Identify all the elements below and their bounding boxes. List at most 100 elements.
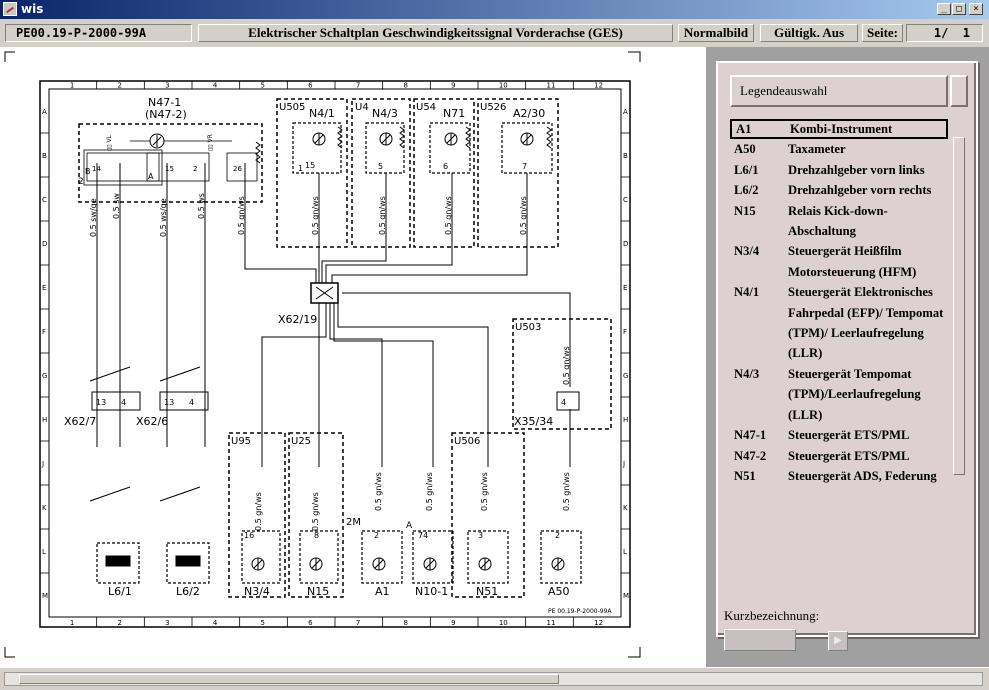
legend-item-description: Steuergerät ADS, Federung [788,468,937,483]
maximize-button[interactable]: □ [952,3,966,15]
svg-text:0.5 gn/ws: 0.5 gn/ws [254,492,263,531]
svg-text:2: 2 [555,531,560,540]
legend-item-code: A50 [734,142,756,157]
legend-item[interactable]: L6/2 Drehzahlgeber vorn rechts [730,180,948,200]
page-label: Seite: [862,24,903,42]
svg-text:26: 26 [233,165,242,173]
scroll-thumb[interactable] [19,674,559,684]
svg-text:A: A [406,521,413,531]
title-bar: wis _ □ × [0,0,989,19]
normal-view-button[interactable]: Normalbild [678,24,754,42]
svg-text:2M: 2M [346,517,361,528]
legend-item[interactable]: N3/4 Steuergerät Heißfilm Motorsteuerung … [730,241,948,282]
legend-dropdown-button[interactable] [950,75,968,107]
legend-item-code: N47-1 [734,428,767,443]
validity-button[interactable]: Gültigk. Aus [760,24,858,42]
svg-text:N3/4: N3/4 [244,585,270,598]
grid-column-label: 1 [70,82,74,90]
grid-column-label: 1 [70,619,74,627]
svg-text:0.5 gn/ws: 0.5 gn/ws [378,196,387,235]
legend-item-code: N15 [734,203,756,218]
svg-text:4: 4 [561,398,566,407]
svg-text:N15: N15 [307,585,329,598]
legend-scrollbar[interactable] [952,119,966,625]
grid-row-label: D [623,240,628,248]
grid-column-label: 2 [118,82,122,90]
horizontal-scrollbar[interactable] [0,667,989,690]
grid-row-label: B [42,152,47,160]
toolbar: PE00.19-P-2000-99A Elektrischer Schaltpl… [0,19,989,47]
svg-text:0.5 gn/ws: 0.5 gn/ws [374,472,383,511]
svg-text:N4/3: N4/3 [372,107,398,120]
legend-item[interactable]: N4/3 Steuergerät Tempomat (TPM)/Leerlaufr… [730,364,948,425]
grid-row-label: A [623,108,628,116]
svg-text:0.5 gn/ws: 0.5 gn/ws [311,196,320,235]
svg-text:A: A [148,172,154,181]
grid-row-label: K [623,504,628,512]
legend-item-description: Drehzahlgeber vorn rechts [788,183,932,198]
grid-column-label: 6 [308,619,313,627]
grid-column-label: 3 [165,619,169,627]
legend-item-code: N3/4 [734,244,760,259]
svg-text:A1: A1 [375,585,390,598]
grid-column-label: 3 [165,82,169,90]
svg-text:A2/30: A2/30 [513,107,545,120]
label-n47-2: (N47-2) [145,108,187,121]
legend-item-description: Relais Kick-down-Abschaltung [788,203,888,239]
legend-item-code: N4/3 [734,366,760,381]
legend-item-code: L6/1 [734,162,759,177]
legend-select-button[interactable]: Legendeauswahl [730,75,948,107]
svg-text:7: 7 [522,162,527,171]
svg-text:6: 6 [443,162,448,171]
svg-text:N71: N71 [443,107,465,120]
grid-column-label: 9 [451,619,455,627]
svg-text:X62/7: X62/7 [64,415,96,428]
grid-row-label: J [622,460,625,468]
grid-column-label: 12 [594,619,603,627]
grid-row-label: K [42,504,47,512]
grid-row-label: D [42,240,47,248]
grid-column-label: 2 [118,619,122,627]
grid-column-label: 8 [404,619,408,627]
svg-text:0.5 sw/ge: 0.5 sw/ge [89,198,98,237]
grid-ticks [40,81,630,627]
legend-item-code: N51 [734,468,756,483]
n47-box [78,123,263,203]
minimize-button[interactable]: _ [937,3,951,15]
svg-text:13: 13 [96,398,106,407]
svg-text:15: 15 [305,161,315,170]
scroll-track[interactable] [4,672,983,686]
svg-text:0.5 ws/ge: 0.5 ws/ge [159,198,168,237]
svg-text:U25: U25 [291,436,311,447]
legend-item-description: Steuergerät Tempomat (TPM)/Leerlaufregel… [788,366,921,422]
grid-column-label: 7 [356,619,360,627]
legend-item[interactable]: N51 Steuergerät ADS, Federung [730,466,948,486]
legend-item-code: L6/2 [734,183,759,198]
grid-row-label: F [42,328,46,336]
legend-item-description: Steuergerät Heißfilm Motorsteuerung (HFM… [788,244,917,279]
legend-item-code: A1 [736,122,752,136]
legend-scrollbar-thumb[interactable] [953,137,965,475]
legend-item[interactable]: N15 Relais Kick-down-Abschaltung [730,201,948,242]
play-icon[interactable]: ▶ [828,631,848,651]
grid-row-label: G [42,372,47,380]
label-n47-1: N47-1 [148,96,181,109]
app-icon [3,2,17,16]
close-button[interactable]: × [969,3,983,15]
grid-row-label: E [42,284,46,292]
svg-text:0.5 gn/ws: 0.5 gn/ws [311,492,320,531]
svg-text:2: 2 [78,177,84,187]
grid-column-label: 5 [261,619,265,627]
grid-column-label: 7 [356,82,360,90]
short-name-input[interactable] [724,629,796,651]
